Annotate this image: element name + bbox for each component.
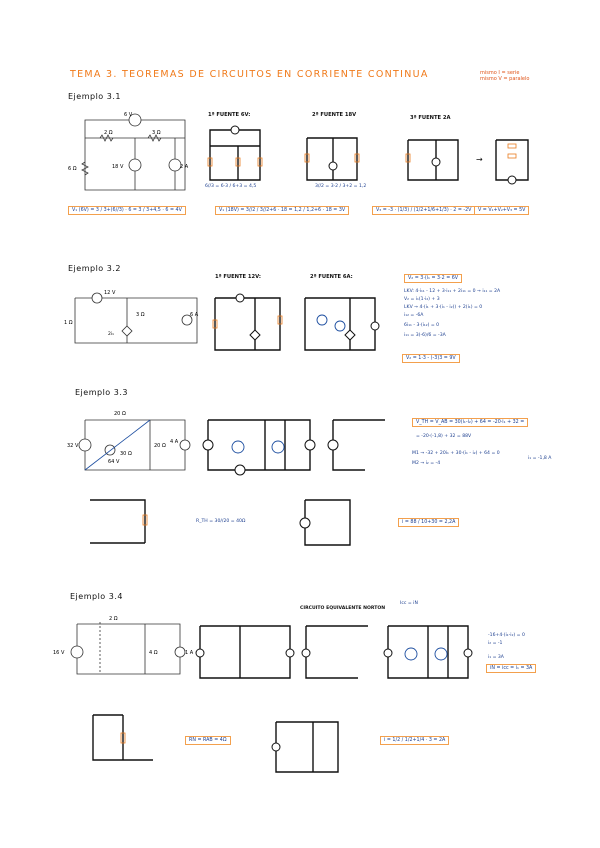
arrow-icon: →	[476, 155, 483, 164]
ex31-subcircuit-1	[207, 125, 263, 181]
ex34-subcircuit-5	[271, 721, 339, 773]
note-paralelo: mismo V = paralelo	[480, 76, 530, 82]
svg-text:12 V: 12 V	[104, 290, 116, 296]
ex34-iresult: i = 1/2 / 1/2+1/4 · 3 = 2A	[380, 736, 450, 745]
ex34-rn: RN = RAB = 4Ω	[185, 736, 231, 745]
ex33-subcircuit-1	[202, 419, 316, 476]
ex34-eq4: iN = icc = i₁ = 3A	[486, 664, 537, 673]
ex34-icc: Icc = iN	[400, 601, 418, 606]
ex32-line1: LKV: 4·i₁₁ - 12 + 3·i₁₁ + 2i₁₁ = 0 → i₁₁…	[404, 289, 501, 294]
ex32-src2-label: 2ª FUENTE 6A:	[310, 274, 353, 280]
ex31-calc1: 6//3 = 6·3 / 6+3 = 4,5	[205, 184, 257, 189]
svg-text:3 Ω: 3 Ω	[152, 130, 161, 136]
ex32-box1: V₂ = 3·(i₁ = 3·2 = 6V	[404, 274, 463, 283]
ex33-eq1: V_TH = V_AB = 30(i₁-i₂) + 64 = -20·i₁ + …	[412, 418, 529, 427]
ex31-subcircuit-4	[495, 139, 529, 185]
svg-text:4 Ω: 4 Ω	[149, 650, 158, 656]
ex31-eq3: V₃ = -3 · (1/3) / (1/2+1/6+1/3) · 2 = -2…	[372, 206, 476, 215]
svg-text:2 Ω: 2 Ω	[109, 616, 118, 622]
example-3-4-circuit: 16 V 2 Ω 4 Ω 1 A	[53, 616, 194, 675]
ex33-subcircuit-4	[299, 499, 351, 546]
ex32-subcircuit-1	[212, 293, 283, 351]
ex32-result: V₂ = 1·3 - (-3)3 = 9V	[402, 354, 460, 363]
ex31-src2-label: 2ª FUENTE 18V	[312, 112, 357, 118]
ex32-line5: 6i₁₁ - 3·(i₁₂) = 0	[404, 323, 440, 328]
ex32-line4: i₁₂ = -6A	[404, 313, 424, 318]
svg-text:20 Ω: 20 Ω	[154, 443, 166, 449]
ex32-line3: LKV → 4·(i₁ + 3·(i₁ - i₂)) + 2(i₁) = 0	[404, 305, 483, 310]
ex33-eq2: = -20·(-1,8) + 32 = 88V	[416, 434, 472, 439]
svg-text:30 Ω: 30 Ω	[120, 451, 132, 457]
ex33-eq4: M2 → i₂ = -4	[412, 461, 441, 466]
svg-text:20 Ω: 20 Ω	[114, 411, 126, 417]
example-3-2-circuit: 12 V 6 A 2i₁ 1 Ω 3 Ω	[64, 290, 199, 344]
svg-text:6 A: 6 A	[190, 312, 199, 318]
ex31-calc2: 3//2 = 3·2 / 3+2 = 1,2	[315, 184, 367, 189]
ex31-src3-label: 3ª FUENTE 2A	[410, 115, 451, 121]
ex31-subcircuit-3	[405, 139, 459, 181]
ex33-iresult: i = 88 / 10+30 = 2,2A	[398, 518, 460, 527]
svg-text:1 A: 1 A	[185, 650, 194, 656]
ex33-subcircuit-2	[327, 419, 385, 471]
ex31-eq4: V = V₁+V₂+V₃ = 5V	[474, 206, 530, 215]
ex34-subcircuit-1	[195, 625, 295, 679]
ex34-eq2: i₂ = -1	[488, 641, 503, 646]
ex34-subcircuit-3	[383, 625, 473, 679]
ex33-subcircuit-3	[90, 499, 148, 544]
example-3-2-heading: Ejemplo 3.2	[68, 264, 121, 273]
ex31-eq2: V₁ (18V) = 3//2 / 3//2+6 · 18 = 1,2 / 1,…	[215, 206, 350, 215]
svg-text:32 V: 32 V	[67, 443, 79, 449]
ex33-mesh-result: i₁ = -1,8 A	[528, 456, 552, 461]
svg-text:64 V: 64 V	[108, 459, 120, 465]
ex34-eq3: i₁ = 3A	[488, 655, 504, 660]
svg-text:3 Ω: 3 Ω	[136, 312, 145, 318]
example-3-3-heading: Ejemplo 3.3	[75, 388, 128, 397]
ex32-subcircuit-2	[304, 297, 380, 351]
ex34-eq1: -16+4·(i₁-i₂) = 0	[488, 633, 525, 638]
svg-text:2 Ω: 2 Ω	[104, 130, 113, 136]
svg-text:2i₁: 2i₁	[108, 331, 114, 337]
svg-text:16 V: 16 V	[53, 650, 65, 656]
ex31-eq1: V₁ (6V) = 3 / 3+(6//3) · 6 = 3 / 3+4,5 ·…	[68, 206, 186, 215]
svg-text:4 A: 4 A	[170, 439, 179, 445]
ex32-line2: V₂ = i₁(1·i₂) + 3	[404, 297, 440, 302]
ex31-subcircuit-2	[304, 137, 360, 181]
example-3-1-heading: Ejemplo 3.1	[68, 92, 121, 101]
svg-text:6 V: 6 V	[124, 112, 133, 118]
ex33-rth: R_TH = 30//20 = 40Ω	[196, 519, 246, 524]
example-3-3-circuit: 32 V 20 Ω 20 Ω 30 Ω 64 V 4 A	[67, 411, 191, 471]
page-title: TEMA 3. TEOREMAS DE CIRCUITOS EN CORRIEN…	[70, 69, 429, 80]
ex34-subcircuit-2	[301, 625, 368, 679]
ex33-eq3: M1 → -32 + 20i₁ + 30·(i₁ - i₂) + 64 = 0	[412, 451, 500, 456]
svg-text:18 V: 18 V	[112, 164, 124, 170]
norton-title: CIRCUITO EQUIVALENTE NORTON	[300, 606, 386, 611]
svg-text:2 A: 2 A	[180, 164, 189, 170]
svg-text:1 Ω: 1 Ω	[64, 320, 73, 326]
ex31-src1-label: 1ª FUENTE 6V:	[208, 112, 251, 118]
svg-text:6 Ω: 6 Ω	[68, 166, 77, 172]
example-3-4-heading: Ejemplo 3.4	[70, 592, 123, 601]
ex34-subcircuit-4	[92, 714, 153, 761]
note-serie: mismo I = serie	[480, 70, 520, 76]
ex32-line6: i₁₁ = 3(-6)/6 = -3A	[404, 333, 446, 338]
ex32-src1-label: 1ª FUENTE 12V:	[215, 274, 261, 280]
example-3-1-circuit: 6 V 18 V 2 A 6 Ω 2 Ω 3 Ω	[68, 112, 189, 191]
